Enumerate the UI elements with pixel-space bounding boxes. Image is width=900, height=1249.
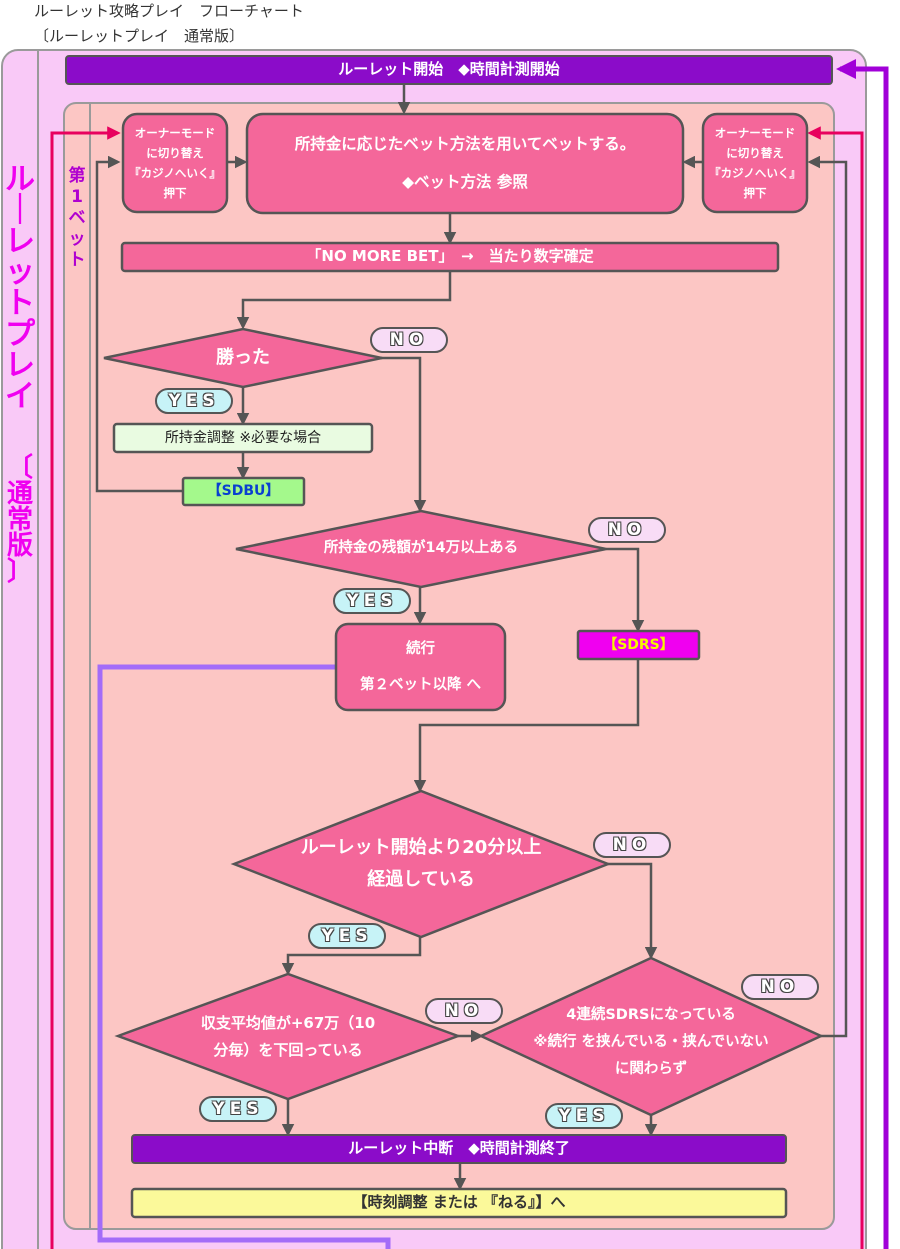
bet-line: ◆ベット方法 参照 [402, 172, 528, 191]
sdbu-label: 【SDBU】 [207, 483, 280, 500]
four-sdrs-diamond [478, 956, 824, 1117]
side-label-char: ル [5, 162, 35, 197]
won-diamond [103, 327, 383, 389]
side-label-char: 版 [6, 531, 33, 561]
nomorebet-label: 「NO MORE BET」 → 当たり数字確定 [306, 247, 594, 266]
stop-bar [131, 1134, 787, 1164]
sdrs-label: 【SDRS】 [603, 636, 674, 653]
side-label-edition: 〔 通 常 版 〕 [2, 455, 38, 585]
sdbu-box [181, 476, 306, 507]
elapsed-line: ルーレット開始より20分以上 [300, 836, 542, 858]
continue-line: 続行 [406, 640, 435, 657]
average-diamond [114, 972, 462, 1101]
side-label-main: ル ｜ レ ッ ト プ レ イ [2, 164, 38, 412]
arrow-four-sdrs-no [807, 155, 848, 1038]
side-label-char: 通 [6, 479, 33, 509]
nomorebet-box [120, 241, 780, 273]
arrow-elapsed-yes [281, 937, 422, 976]
elapsed-line: 経過している [367, 869, 475, 890]
yes-pill: YES [545, 1103, 623, 1129]
arrow-sdrs-to-elapsed [413, 660, 640, 793]
owner-left-line: に切り替え [146, 145, 204, 160]
no-pill: NO [741, 974, 819, 1000]
outer-loop-arrow [836, 59, 889, 1249]
owner-right-label: オーナーモード に切り替え 『カジノへいく』 押下 [703, 114, 807, 212]
side-label-char: ト [5, 286, 35, 321]
owner-left-box [121, 112, 229, 214]
side-label-char: 常 [6, 505, 33, 535]
no-pill: NO [370, 327, 448, 353]
owner-left-line: 『カジノへいく』 [129, 166, 221, 180]
start-bar [65, 55, 833, 85]
side-label-char: ベ [68, 208, 86, 228]
side-label-char: レ [5, 348, 35, 383]
four-sdrs-label: 4連続SDRSになっている ※続行 を挟んでいる・挟んでいない に関わらず [481, 958, 821, 1115]
yes-pill: YES [155, 388, 233, 414]
no-pill: NO [425, 998, 503, 1024]
magenta-loop-left [50, 126, 121, 1249]
next-label: 【時刻調整 または 『ねる』】へ [352, 1193, 566, 1212]
owner-left-line: 押下 [163, 186, 187, 201]
owner-right-line: 押下 [743, 186, 767, 201]
average-line: 収支平均値が+67万（10 [200, 1014, 376, 1033]
side-label-char: イ [5, 379, 35, 414]
four-sdrs-line: ※続行 を挟んでいる・挟んでいない [533, 1034, 769, 1051]
chart-title: ルーレット攻略プレイ フローチャート [34, 2, 304, 20]
owner-left-label: オーナーモード に切り替え 『カジノへいく』 押下 [123, 114, 227, 212]
yes-pill: YES [308, 923, 386, 949]
continue-loop-line [97, 664, 391, 1249]
continue-line: 第２ベット以降 へ [359, 677, 482, 693]
chart-subtitle: 〔ルーレットプレイ 通常版〕 [34, 27, 245, 45]
four-sdrs-line: 4連続SDRSになっている [566, 1007, 736, 1024]
elapsed-diamond [230, 789, 612, 939]
bet-line: 所持金に応じたベット方法を用いてベットする。 [294, 135, 636, 154]
magenta-loop-right [807, 126, 864, 1249]
side-label-char: 1 [71, 187, 83, 207]
bet-box [245, 112, 685, 215]
side-label-char: ト [68, 250, 86, 270]
side-label-char: レ [5, 224, 35, 259]
side-label-char: 〕 [6, 557, 33, 587]
owner-right-line: に切り替え [726, 145, 784, 160]
side-label-char: ッ [5, 255, 35, 290]
average-label: 収支平均値が+67万（10 分毎）を下回っている [118, 974, 458, 1099]
side-label-char: 〔 [6, 453, 33, 483]
adjust-label: 所持金調整 ※必要な場合 [164, 429, 322, 446]
owner-left-line: オーナーモード [134, 125, 216, 140]
start-label: ルーレット開始 ◆時間計測開始 [338, 60, 560, 79]
no-pill: NO [588, 517, 666, 543]
balance-diamond [235, 509, 607, 589]
arrow-balance-no [606, 547, 645, 633]
side-label-char: ッ [68, 229, 86, 249]
side-label-char: ｜ [5, 193, 35, 228]
owner-right-box [701, 112, 809, 214]
side-label-char: プ [5, 317, 35, 352]
next-box [130, 1187, 788, 1219]
arrow-nomorebet-to-won [236, 272, 452, 330]
bet-label: 所持金に応じたベット方法を用いてベットする。 ◆ベット方法 参照 [247, 114, 683, 213]
stop-label: ルーレット中断 ◆時間計測終了 [348, 1139, 570, 1158]
arrow-sdbu-loop [95, 155, 182, 493]
won-label: 勝った [216, 346, 270, 368]
balance-label: 所持金の残額が14万以上ある [323, 540, 519, 557]
continue-box [334, 622, 507, 712]
owner-right-line: オーナーモード [714, 125, 796, 140]
average-line: 分毎）を下回っている [213, 1040, 363, 1059]
side-label-char: 第 [68, 166, 86, 186]
arrow-elapsed-no [606, 862, 658, 960]
elapsed-label: ルーレット開始より20分以上 経過している [234, 791, 608, 937]
no-pill: NO [593, 832, 671, 858]
continue-label: 続行 第２ベット以降 へ [336, 624, 505, 710]
yes-pill: YES [199, 1096, 277, 1122]
four-sdrs-line: に関わらず [614, 1060, 688, 1077]
sdrs-box [576, 629, 701, 661]
side-label-bet: 第 1 ベ ッ ト [64, 166, 90, 271]
yes-pill: YES [333, 588, 411, 614]
arrow-won-no [380, 356, 427, 513]
adjust-box [112, 422, 374, 454]
owner-right-line: 『カジノへいく』 [709, 166, 801, 180]
